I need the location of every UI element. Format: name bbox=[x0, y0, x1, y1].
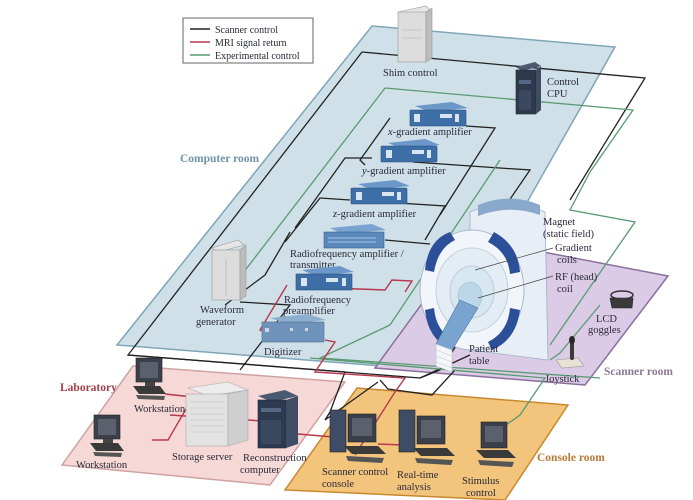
waveform-generator-label-line2: generator bbox=[196, 317, 236, 328]
z-gradient-amplifier-label: z-gradient amplifier bbox=[332, 209, 417, 220]
legend-label-experimental-control: Experimental control bbox=[215, 51, 300, 62]
rf-coil-leader-line bbox=[477, 275, 554, 299]
gradient-coils-label-line1: Gradient bbox=[555, 243, 592, 254]
rf-preamplifier-label-line1: Radiofrequency bbox=[284, 295, 352, 306]
mri-signal-return-wire bbox=[152, 393, 195, 441]
mri-signal-return-wire bbox=[313, 339, 407, 393]
lcd-goggles-label-line1: LCD bbox=[596, 314, 617, 325]
experimental-control-wire bbox=[384, 87, 637, 346]
real-time-analysis-icon bbox=[398, 409, 455, 465]
scanner-control-wires bbox=[126, 51, 647, 421]
storage-server-icon bbox=[185, 381, 250, 447]
y-gradient-amplifier-label: y-gradient amplifier bbox=[361, 166, 446, 177]
waveform-generator-label-line1: Waveform bbox=[200, 305, 244, 316]
scanner-control-wire bbox=[127, 354, 346, 413]
storage-server-label: Storage server bbox=[172, 452, 233, 463]
workstation-1-icon bbox=[133, 357, 166, 400]
mri-magnet-icon bbox=[419, 198, 549, 373]
gradient-coils-label-line2: coils bbox=[557, 255, 577, 266]
digitizer-label: Digitizer bbox=[264, 347, 302, 358]
legend-label-scanner-control: Scanner control bbox=[215, 25, 278, 36]
workstation-2-icon bbox=[90, 414, 124, 457]
control-cpu-label-line2: CPU bbox=[547, 89, 568, 100]
z-gradient-amplifier-icon bbox=[350, 180, 410, 205]
gradient-coils-leader-line bbox=[474, 247, 554, 271]
scanner-room-label: Scanner room bbox=[604, 366, 673, 378]
console-room-label: Console room bbox=[537, 452, 605, 464]
rf-amplifier-label-line2: transmitter bbox=[290, 260, 336, 271]
scanner-control-wire bbox=[439, 125, 497, 216]
scanner-control-wire bbox=[239, 301, 292, 371]
x-gradient-amplifier-icon bbox=[409, 102, 468, 127]
reconstruction-computer-label-line1: Reconstruction bbox=[243, 453, 307, 464]
scanner-control-wire bbox=[361, 51, 647, 201]
computer-room-label: Computer room bbox=[180, 153, 260, 165]
mri-signal-return-wire bbox=[331, 279, 414, 293]
rf-preamplifier-label-line2: preamplifier bbox=[283, 306, 335, 317]
stimulus-control-icon bbox=[476, 421, 516, 467]
experimental-control-wire bbox=[309, 357, 547, 426]
rf-preamplifier-icon bbox=[295, 266, 354, 291]
shim-control-tower-icon bbox=[397, 5, 433, 63]
rf-coil-label-line2: coil bbox=[557, 284, 573, 295]
magnet-label-line1: Magnet bbox=[543, 217, 575, 228]
lcd-goggles-label-line2: goggles bbox=[588, 325, 621, 336]
digitizer-icon bbox=[261, 314, 326, 343]
control-cpu-tower-icon bbox=[515, 62, 541, 115]
control-cpu-label-line1: Control bbox=[547, 77, 579, 88]
stimulus-control-label-line2: control bbox=[466, 488, 496, 499]
laboratory-label: Laboratory bbox=[60, 382, 117, 394]
legend: Scanner control MRI signal return Experi… bbox=[182, 17, 314, 64]
y-gradient-amplifier-icon bbox=[380, 139, 440, 163]
real-time-analysis-label-line2: analysis bbox=[397, 482, 431, 493]
real-time-analysis-label-line1: Real-time bbox=[397, 470, 439, 481]
stimulus-control-label-line1: Stimulus bbox=[462, 476, 499, 487]
rf-coil-label-line1: RF (head) bbox=[555, 272, 598, 283]
workstation-2-label: Workstation bbox=[76, 460, 128, 471]
x-gradient-amplifier-label: x-gradient amplifier bbox=[387, 127, 472, 138]
workstation-1-label: Workstation bbox=[134, 404, 186, 415]
scanner-control-wire bbox=[324, 381, 379, 421]
lcd-goggles-icon bbox=[609, 290, 634, 309]
joystick-icon bbox=[555, 336, 585, 369]
reconstruction-computer-icon bbox=[257, 390, 298, 449]
rf-amplifier-label-line1: Radiofrequency amplifier / bbox=[290, 249, 404, 260]
scanner-control-wire bbox=[294, 157, 372, 229]
rf-amplifier-transmitter-icon bbox=[323, 224, 386, 249]
scanner-control-console-label-line2: console bbox=[322, 479, 354, 490]
magnet-label-line2: (static field) bbox=[543, 229, 595, 240]
reconstruction-computer-label-line2: computer bbox=[240, 465, 280, 476]
patient-table-label-line2: table bbox=[469, 356, 490, 367]
experimental-control-wire bbox=[549, 304, 601, 361]
scanner-control-wire bbox=[284, 197, 351, 243]
scanner-control-console-label-line1: Scanner control bbox=[322, 467, 388, 478]
scanner-control-console-icon bbox=[329, 409, 386, 463]
scanner-control-wire bbox=[379, 369, 456, 396]
experimental-control-wire bbox=[229, 87, 386, 291]
waveform-generator-tower-icon bbox=[211, 239, 247, 301]
scanner-control-wire bbox=[419, 339, 461, 379]
patient-table-label-line1: Patient bbox=[469, 344, 498, 355]
shim-control-label: Shim control bbox=[383, 68, 438, 79]
joystick-label: Joystick bbox=[545, 374, 580, 385]
scanner-control-wire bbox=[359, 117, 391, 166]
legend-label-mri-signal-return: MRI signal return bbox=[215, 38, 287, 49]
scanner-control-wire bbox=[384, 239, 431, 245]
